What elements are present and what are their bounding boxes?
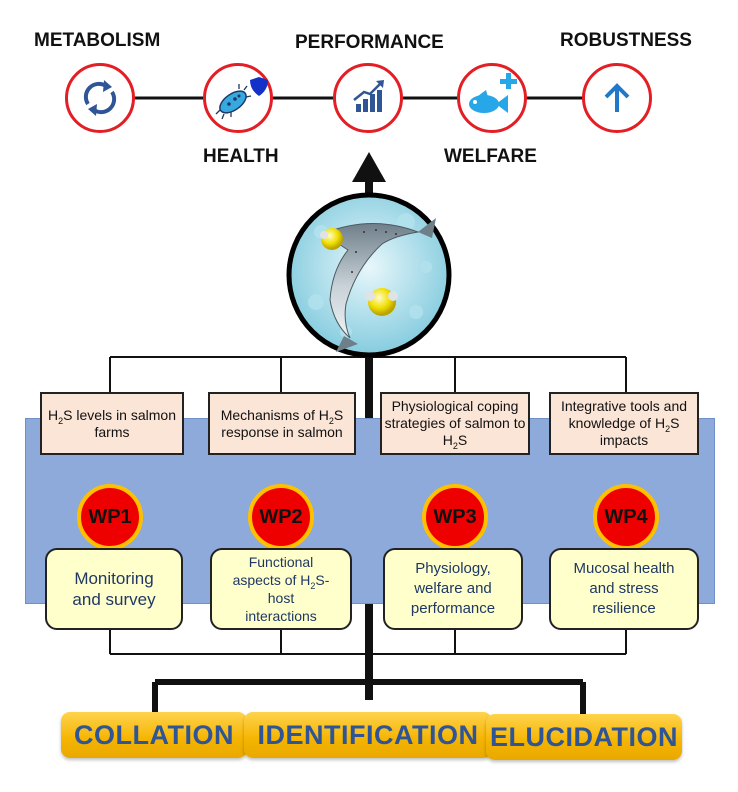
outcome-label-health: HEALTH	[203, 146, 279, 167]
objective-box-wp3: Physiological coping strategies of salmo…	[380, 392, 530, 455]
up-arrow-icon	[604, 83, 630, 112]
cycle-icon	[83, 80, 117, 116]
topic-text: Mucosal health and stress resilience	[573, 560, 675, 617]
stage-collation: COLLATION	[61, 712, 247, 758]
growth-chart-icon	[353, 80, 384, 112]
objective-text: Mechanisms of H	[220, 406, 329, 423]
outcome-label-metabolism: METABOLISM	[34, 30, 161, 51]
outcome-circle-metabolism	[65, 63, 135, 133]
topic-text: Monitoring and survey	[72, 569, 156, 609]
objective-text: H	[48, 406, 59, 423]
topic-box-wp3: Physiology, welfare and performance	[383, 548, 523, 630]
outcome-circle-robustness	[582, 63, 652, 133]
objective-box-wp1: H2S levels in salmon farms	[40, 392, 184, 455]
wp3-badge: WP3	[422, 484, 488, 550]
fish-plus-icon	[469, 73, 517, 113]
bacteria-shield-icon	[215, 77, 268, 120]
objective-text: S impacts	[599, 415, 680, 448]
subscript: 2	[665, 423, 671, 434]
salmon-image	[286, 192, 452, 358]
objective-box-wp4: Integrative tools and knowledge of H2S i…	[549, 392, 699, 455]
outcome-circle-health	[203, 63, 273, 133]
wp4-badge: WP4	[593, 484, 659, 550]
objective-text: Integrative tools and knowledge of H	[560, 398, 688, 431]
outcome-label-performance: PERFORMANCE	[295, 32, 444, 53]
outcome-circle-welfare	[457, 63, 527, 133]
objective-text: S	[457, 432, 468, 448]
objective-text: S response in salmon	[221, 406, 344, 440]
topic-box-wp1: Monitoring and survey	[45, 548, 183, 630]
topic-text: Functional aspects of H2S-host interacti…	[232, 554, 330, 624]
outcome-circle-performance	[333, 63, 403, 133]
subscript: 2	[58, 415, 64, 426]
topic-text: Physiology, welfare and performance	[410, 560, 496, 617]
subscript: 2	[452, 440, 458, 451]
outcome-label-robustness: ROBUSTNESS	[560, 30, 692, 51]
topic-box-wp4: Mucosal health and stress resilience	[549, 548, 699, 630]
stage-identification: IDENTIFICATION	[244, 712, 492, 758]
objective-text: S levels in salmon farms	[63, 406, 176, 440]
stage-elucidation: ELUCIDATION	[486, 714, 682, 760]
subscript: 2	[328, 415, 334, 426]
objective-text: Physiological coping strategies of salmo…	[384, 398, 526, 448]
wp1-badge: WP1	[77, 484, 143, 550]
objective-box-wp2: Mechanisms of H2S response in salmon	[208, 392, 356, 455]
topic-box-wp2: Functional aspects of H2S-host interacti…	[210, 548, 352, 630]
outcome-label-welfare: WELFARE	[444, 146, 537, 167]
wp2-badge: WP2	[248, 484, 314, 550]
